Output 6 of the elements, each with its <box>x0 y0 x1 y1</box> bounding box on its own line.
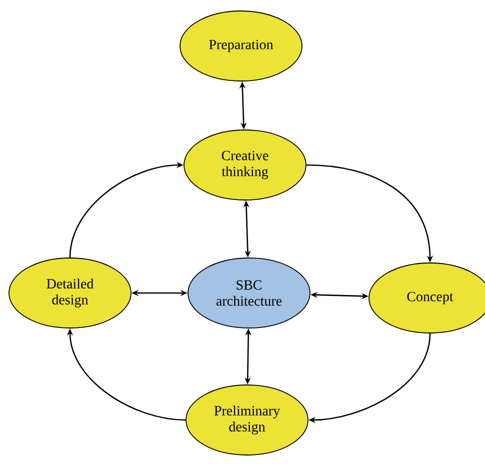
ellipse-node: Preliminary design <box>186 384 308 456</box>
ellipse-node: SBC architecture <box>188 258 310 328</box>
ellipse-node: Detailed design <box>8 258 132 328</box>
ellipse-node: Creative thinking <box>184 130 306 200</box>
ellipse-node: Concept <box>368 262 485 334</box>
ellipse-node: Preparation <box>180 10 302 82</box>
